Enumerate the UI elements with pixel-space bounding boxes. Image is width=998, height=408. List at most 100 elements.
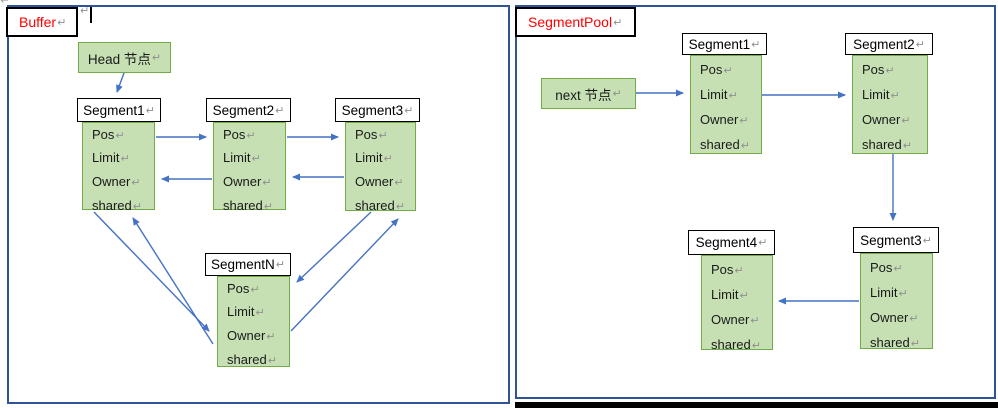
pool-segment2-header[interactable]: Segment2 ↵ <box>845 33 933 55</box>
field-label: Limit <box>92 150 120 166</box>
field-row: shared↵ <box>214 195 285 219</box>
field-label: Limit <box>870 284 898 300</box>
paragraph-mark: ↵ <box>758 237 768 249</box>
paragraph-mark: ↵ <box>267 354 277 367</box>
field-label: Owner <box>700 112 739 128</box>
buffer-title-box[interactable]: Buffer ↵ <box>6 7 78 37</box>
paragraph-mark: ↵ <box>255 307 265 320</box>
field-label: shared <box>870 335 910 351</box>
paragraph-mark: ↵ <box>131 177 141 190</box>
field-row: Pos↵ <box>861 256 932 281</box>
field-label: Limit <box>223 150 251 166</box>
field-label: Limit <box>711 286 739 302</box>
paragraph-mark: ↵ <box>262 177 272 190</box>
paragraph-mark: ↵ <box>145 104 155 117</box>
field-row: Limit↵ <box>83 147 154 171</box>
paragraph-mark: ↵ <box>250 283 260 296</box>
field-label: Pos <box>870 259 893 275</box>
pool-segment2-body[interactable]: Pos↵Limit↵Owner↵shared↵ <box>852 54 928 154</box>
paragraph-mark: ↵ <box>728 89 738 102</box>
paragraph-mark: ↵ <box>57 16 67 29</box>
segment1-title: Segment1 <box>83 102 145 118</box>
pool-segment4-body[interactable]: Pos↵Limit↵Owner↵shared↵ <box>701 254 773 352</box>
paragraph-mark: ↵ <box>723 64 733 77</box>
field-row: Limit↵ <box>346 147 415 171</box>
paragraph-mark: ↵ <box>739 115 749 128</box>
paragraph-mark: ↵ <box>132 200 142 213</box>
paragraph-mark: ↵ <box>901 115 911 128</box>
field-label: shared <box>355 197 395 213</box>
paragraph-mark: ↵ <box>151 52 162 64</box>
field-label: Owner <box>227 328 266 344</box>
field-row: shared↵ <box>861 331 932 356</box>
pool-segment3-body[interactable]: Pos↵Limit↵Owner↵shared↵ <box>860 252 933 350</box>
field-label: Pos <box>711 261 734 277</box>
segment3-header[interactable]: Segment3 ↵ <box>335 98 420 122</box>
segment2-body[interactable]: Pos↵Limit↵Owner↵shared↵ <box>213 121 286 213</box>
paragraph-mark-fragment: ↵ <box>0 0 11 7</box>
field-row: shared↵ <box>702 333 772 358</box>
field-label: shared <box>227 351 267 367</box>
paragraph-mark: ↵ <box>404 104 414 117</box>
pool-segment3-header[interactable]: Segment3 ↵ <box>853 227 939 253</box>
head-node-box[interactable]: Head 节点 ↵ <box>78 42 171 73</box>
pool-segment4-title: Segment4 <box>695 235 758 250</box>
field-label: Pos <box>862 61 885 77</box>
field-row: Limit↵ <box>702 283 772 308</box>
field-row: Limit↵ <box>691 83 761 108</box>
segment2-title: Segment2 <box>212 102 275 118</box>
field-row: Owner↵ <box>346 171 415 195</box>
paragraph-mark: ↵ <box>275 259 285 271</box>
field-label: Limit <box>862 86 890 102</box>
segment3-body[interactable]: Pos↵Limit↵Owner↵shared↵ <box>345 121 416 213</box>
field-label: Owner <box>711 312 750 328</box>
field-row: Limit↵ <box>218 301 289 325</box>
paragraph-mark: ↵ <box>751 340 761 353</box>
segmentN-body[interactable]: Pos↵Limit↵Owner↵shared↵ <box>217 275 290 367</box>
paragraph-mark: ↵ <box>893 262 903 275</box>
segmentpool-title-label: SegmentPool <box>528 14 613 30</box>
segment1-body[interactable]: Pos↵Limit↵Owner↵shared↵ <box>82 121 155 213</box>
paragraph-mark: ↵ <box>263 200 273 213</box>
field-label: Pos <box>355 126 378 142</box>
field-row: Owner↵ <box>853 108 927 133</box>
field-row: Limit↵ <box>214 147 285 171</box>
paragraph-mark: ↵ <box>915 38 925 51</box>
field-row: shared↵ <box>691 133 761 158</box>
buffer-title-label: Buffer <box>19 14 57 30</box>
field-label: Limit <box>227 304 255 320</box>
segmentN-header[interactable]: SegmentN ↵ <box>205 253 291 276</box>
segment2-header[interactable]: Segment2 ↵ <box>206 98 291 122</box>
field-row: Pos↵ <box>691 58 761 83</box>
pool-segment4-header[interactable]: Segment4 ↵ <box>688 230 775 255</box>
paragraph-mark: ↵ <box>910 338 920 351</box>
next-node-label: next 节点 <box>555 87 612 103</box>
segment1-header[interactable]: Segment1 ↵ <box>77 98 161 122</box>
paragraph-mark: ↵ <box>378 129 388 142</box>
paragraph-mark: ↵ <box>902 140 912 153</box>
field-row: Pos↵ <box>853 58 927 83</box>
field-row: Limit↵ <box>853 83 927 108</box>
paragraph-mark: ↵ <box>739 289 749 302</box>
field-row: shared↵ <box>218 349 289 373</box>
next-node-box[interactable]: next 节点 ↵ <box>541 78 636 109</box>
field-label: shared <box>711 337 751 353</box>
segmentpool-title-box[interactable]: SegmentPool ↵ <box>515 7 636 37</box>
pool-segment1-body[interactable]: Pos↵Limit↵Owner↵shared↵ <box>690 54 762 154</box>
field-row: Owner↵ <box>218 325 289 349</box>
field-row: Pos↵ <box>702 258 772 283</box>
pool-segment2-title: Segment2 <box>853 36 915 52</box>
field-label: Owner <box>870 310 909 326</box>
paragraph-mark: ↵ <box>395 200 405 213</box>
field-label: shared <box>223 197 263 213</box>
field-row: shared↵ <box>853 133 927 158</box>
field-label: Owner <box>92 174 131 190</box>
field-row: Limit↵ <box>861 281 932 306</box>
paragraph-mark: ↵ <box>251 153 261 166</box>
paragraph-mark: ↵ <box>885 64 895 77</box>
pool-segment1-header[interactable]: Segment1 ↵ <box>682 33 767 55</box>
field-label: Pos <box>227 280 250 296</box>
field-label: Pos <box>92 126 115 142</box>
paragraph-mark: ↵ <box>613 16 623 29</box>
pool-segment3-title: Segment3 <box>860 232 922 248</box>
